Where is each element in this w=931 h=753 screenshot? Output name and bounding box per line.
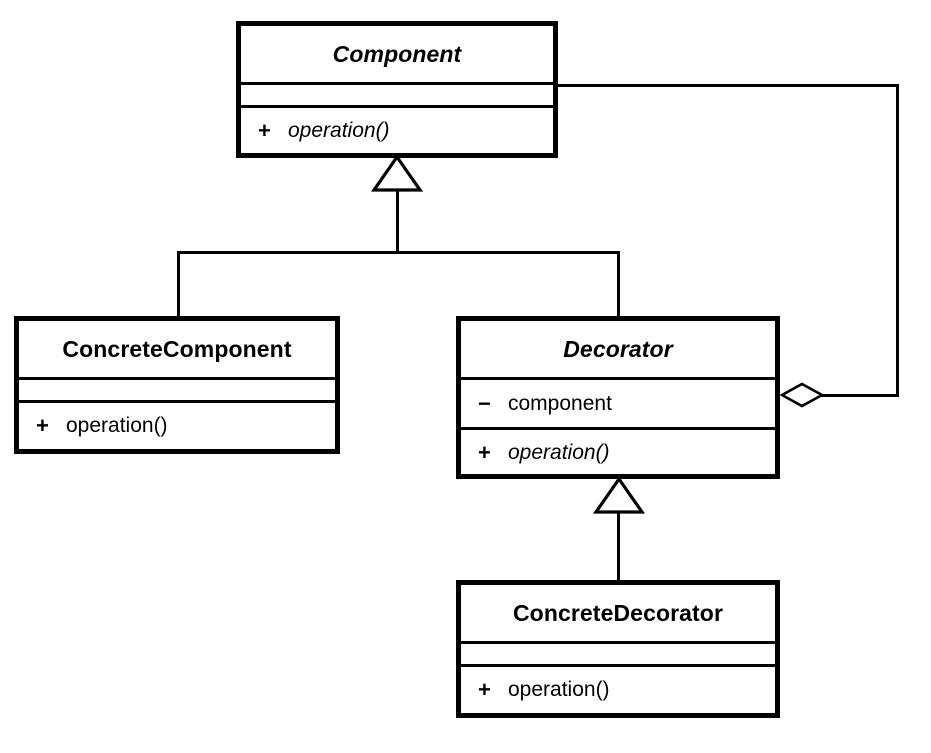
- class-attributes-component: [241, 85, 553, 105]
- class-separator: [461, 641, 775, 644]
- visibility-marker: +: [36, 413, 49, 438]
- method-name: operation(): [66, 414, 168, 437]
- visibility-marker: +: [478, 677, 491, 702]
- generalization-arrowhead-decorator: [593, 477, 645, 514]
- class-separator: [19, 400, 335, 403]
- class-separator: [461, 664, 775, 667]
- visibility-marker: −: [478, 390, 491, 416]
- aggregation-line-bottom: [820, 394, 899, 397]
- class-separator: [461, 377, 775, 380]
- class-title-component: Component: [332, 40, 462, 67]
- generalization-trunk-decorator: [617, 512, 620, 582]
- class-attributes-concrete-decorator: [461, 644, 775, 664]
- attribute-name: component: [508, 391, 612, 415]
- method-name: operation(): [288, 118, 390, 142]
- class-title-concrete-component: ConcreteComponent: [62, 335, 292, 362]
- class-attributes-concrete-component: [19, 380, 335, 400]
- generalization-branch-horizontal: [177, 251, 620, 254]
- visibility-marker: +: [258, 117, 271, 143]
- generalization-branch-left-drop: [177, 251, 180, 318]
- class-box-decorator[interactable]: Decorator − component + operation(): [456, 316, 780, 479]
- generalization-arrowhead-component: [371, 155, 423, 192]
- class-separator: [461, 427, 775, 430]
- class-separator: [241, 82, 553, 85]
- aggregation-line-top: [556, 84, 899, 87]
- class-methods-concrete-component[interactable]: + operation(): [19, 403, 335, 449]
- class-methods-concrete-decorator[interactable]: + operation(): [461, 667, 775, 713]
- class-methods-component[interactable]: + operation(): [241, 108, 553, 153]
- aggregation-line-right: [896, 84, 899, 395]
- class-separator: [241, 105, 553, 108]
- class-box-component[interactable]: Component + operation(): [236, 21, 558, 158]
- aggregation-diamond: [780, 382, 824, 408]
- class-methods-decorator[interactable]: + operation(): [461, 430, 775, 475]
- method-name: operation(): [508, 440, 610, 464]
- class-box-concrete-decorator[interactable]: ConcreteDecorator + operation(): [456, 580, 780, 718]
- generalization-trunk-component: [396, 190, 399, 254]
- class-title-decorator: Decorator: [563, 335, 673, 362]
- method-name: operation(): [508, 678, 610, 701]
- generalization-branch-right-drop: [617, 251, 620, 318]
- visibility-marker: +: [478, 439, 491, 465]
- class-attributes-decorator[interactable]: − component: [461, 380, 775, 427]
- class-separator: [19, 377, 335, 380]
- class-title-concrete-decorator: ConcreteDecorator: [512, 599, 724, 626]
- class-box-concrete-component[interactable]: ConcreteComponent + operation(): [14, 316, 340, 454]
